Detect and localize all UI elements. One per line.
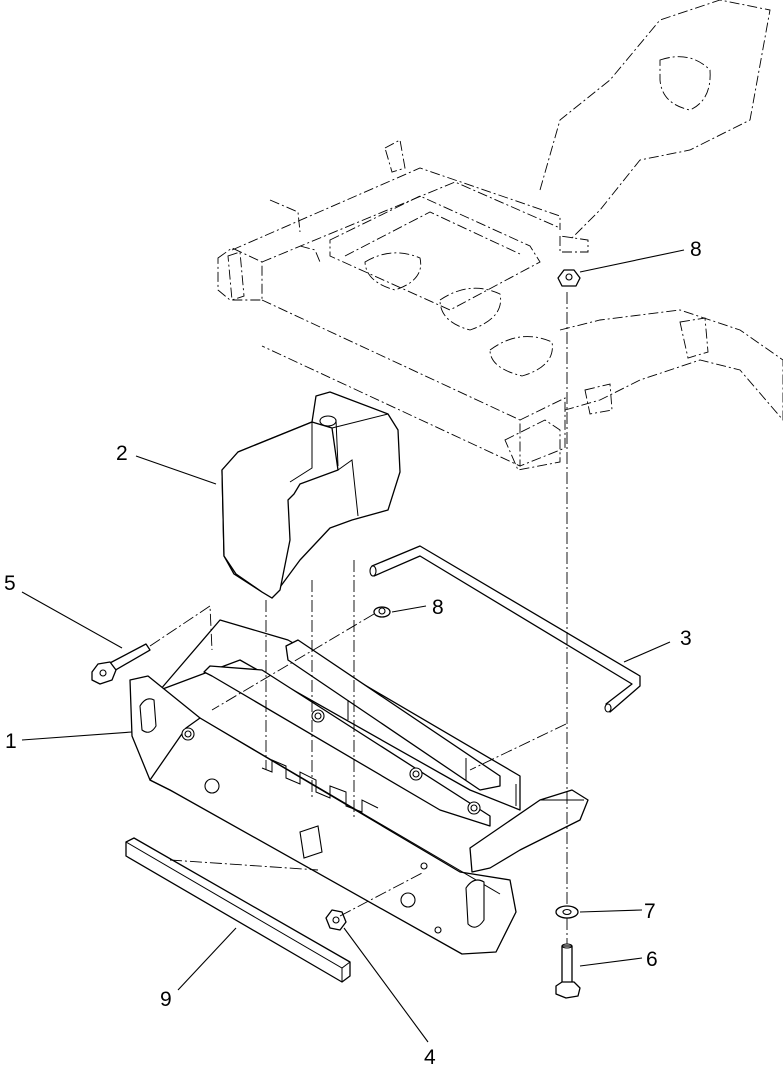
assembly-centerlines [149, 292, 568, 944]
callout-3: 3 [680, 627, 692, 650]
callout-8-upper: 8 [690, 238, 702, 261]
callout-1: 1 [5, 730, 17, 753]
bolt-part-5 [91, 643, 151, 685]
callout-labels: 1 2 3 4 5 6 7 8 8 9 [4, 238, 702, 1069]
callout-2: 2 [116, 442, 128, 465]
flange-nut-part-8-lower [373, 606, 391, 618]
callout-7: 7 [644, 900, 656, 923]
weight-bar-part-9 [125, 837, 351, 983]
rod-part-3 [369, 545, 641, 713]
callout-6: 6 [646, 948, 658, 971]
callout-4: 4 [424, 1046, 436, 1069]
flange-nut-part-8-upper [557, 269, 581, 287]
callout-9: 9 [160, 988, 172, 1011]
phantom-mower-frame [217, 0, 783, 471]
counterweight-part-2 [221, 391, 401, 599]
washer-part-7 [555, 905, 579, 919]
callout-5: 5 [4, 572, 16, 595]
callout-8-lower: 8 [432, 596, 444, 619]
nut-part-4 [325, 909, 347, 931]
leader-lines [21, 249, 685, 1043]
weight-bracket-part-1 [129, 619, 589, 955]
bolt-part-6 [555, 943, 581, 999]
